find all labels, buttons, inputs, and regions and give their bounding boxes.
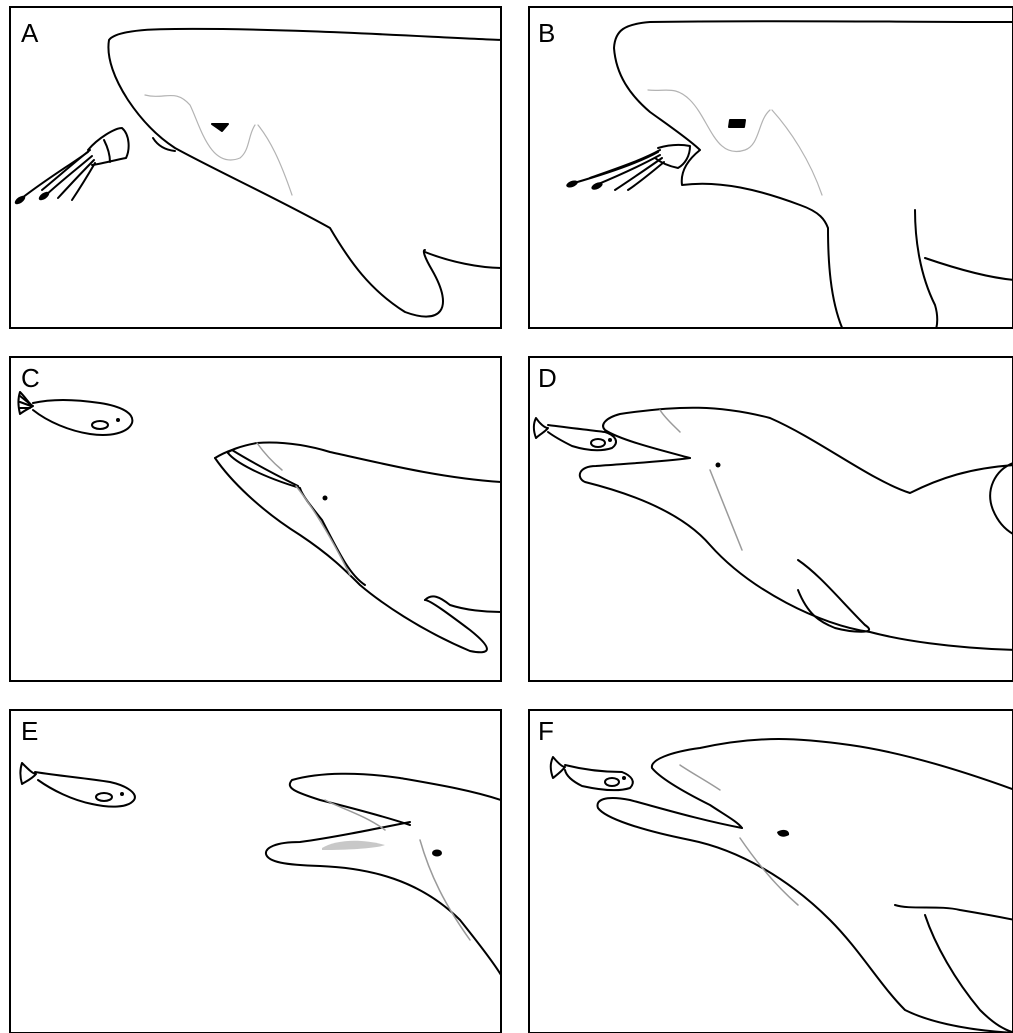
panel-a: A	[10, 7, 503, 328]
panel-label: C	[21, 363, 40, 393]
fish-eye-icon	[622, 776, 626, 780]
panel-f: F	[529, 710, 1013, 1033]
eye-icon	[729, 120, 745, 127]
panel-label: B	[538, 18, 555, 48]
panel-c: C	[10, 357, 501, 681]
panel-label: D	[538, 363, 557, 393]
panel-e: E	[10, 710, 501, 1033]
panel-d: D	[529, 357, 1013, 681]
eye-icon	[432, 850, 442, 857]
panel-label: F	[538, 716, 554, 746]
panel-b-frame	[529, 7, 1013, 328]
fish-eye-icon	[608, 438, 612, 442]
panel-f-frame	[529, 710, 1013, 1033]
eye-icon	[323, 496, 328, 501]
fish-eye-icon	[116, 418, 120, 422]
panel-label: A	[21, 18, 39, 48]
eye-icon	[716, 463, 721, 468]
fish-eye-icon	[120, 792, 124, 796]
panel-b: B	[529, 7, 1013, 332]
panel-label: E	[21, 716, 38, 746]
panel-d-frame	[529, 357, 1013, 681]
panel-e-frame	[10, 710, 501, 1033]
panel-a-frame	[10, 7, 501, 328]
panel-c-frame	[10, 357, 501, 681]
